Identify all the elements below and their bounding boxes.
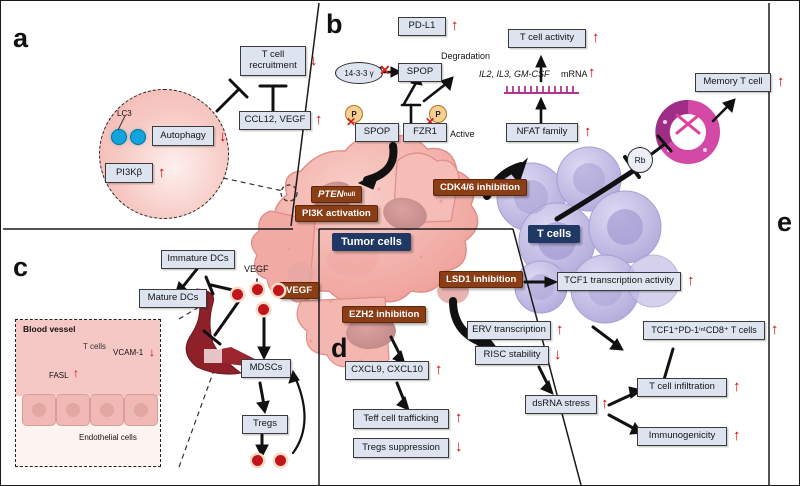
lc3-vesicle-1: [111, 129, 127, 145]
x-mark-14-3-3: ✕: [379, 62, 391, 78]
arrow-pdl1-up: ↑: [451, 17, 459, 34]
arrow-tregs-suppression-down: ↓: [455, 438, 463, 455]
arrow-cxcl-up: ↑: [435, 361, 443, 378]
box-teff-trafficking[interactable]: Teff cell trafficking: [353, 409, 449, 429]
box-mature-dcs[interactable]: Mature DCs: [139, 289, 207, 308]
box-risc-stability[interactable]: RISC stability: [475, 346, 549, 365]
arrow-nfat-up: ↑: [584, 123, 592, 140]
label-degradation: Degradation: [441, 51, 491, 61]
mrna-strand: [504, 86, 579, 94]
arrow-mrna-up: ↑: [588, 64, 596, 81]
inset-title: Blood vessel: [23, 324, 76, 334]
box-memory-t-cell[interactable]: Memory T cell: [695, 73, 771, 92]
vegf-dot-3: [273, 285, 284, 296]
lc3-vesicle-2: [130, 129, 146, 145]
inset-endothelial-label: Endothelial cells: [79, 433, 137, 442]
panel-label-b: b: [326, 9, 343, 39]
box-spop-top[interactable]: SPOP: [398, 63, 442, 82]
vegf-dot-1: [232, 289, 243, 300]
inset-t-cells-label: T cells: [83, 342, 106, 351]
box-tregs-suppression[interactable]: Tregs suppression: [353, 438, 449, 458]
box-cxcl9-cxcl10[interactable]: CXCL9, CXCL10: [345, 361, 429, 380]
label-mrna: mRNA: [561, 69, 588, 79]
arrow-t-cell-activity-up: ↑: [592, 29, 600, 46]
arrow-autophagy-down: ↓: [219, 128, 227, 145]
box-tregs[interactable]: Tregs: [242, 415, 288, 434]
treg-dot-2: [275, 455, 286, 466]
arrow-pi3kb-up: ↑: [158, 164, 166, 181]
x-mark-spop-phospho: ✕: [346, 115, 357, 129]
arrow-teff-up: ↑: [455, 409, 463, 426]
inset-fasl-label: FASL: [49, 371, 69, 380]
tag-t-cells: T cells: [528, 225, 581, 243]
arrow-vcam1-down: ↓: [149, 345, 155, 359]
pten-text: PTEN: [318, 189, 344, 200]
lc3-leader: [117, 115, 126, 131]
pten-superscript: null: [343, 191, 356, 198]
inset-vcam1-label: VCAM-1: [113, 348, 144, 357]
protein-14-3-3-gamma[interactable]: 14-3-3 γ: [335, 62, 383, 84]
arrow-ccl12-up: ↑: [315, 111, 323, 128]
inset-lumen: [16, 320, 160, 396]
phospho-circle-spop: P: [345, 105, 363, 123]
panel-label-d: d: [331, 333, 348, 363]
box-ccl12-vegf[interactable]: CCL12, VEGF: [239, 111, 311, 130]
autophagy-cell: [99, 89, 229, 219]
endothelial-cell-4: [124, 394, 158, 426]
box-t-cell-recruitment[interactable]: T cell recruitment: [240, 46, 306, 76]
box-erv-transcription[interactable]: ERV transcription: [467, 321, 551, 340]
tag-pi3k-activation[interactable]: PI3K activation: [295, 205, 378, 222]
vegf-dot-4: [258, 304, 269, 315]
treg-dot-1: [252, 455, 263, 466]
arrow-t-cell-recruitment-down: ↓: [310, 52, 318, 69]
x-mark-fzr1-phospho: ✕: [425, 115, 436, 129]
arrow-risc-down: ↓: [554, 346, 562, 363]
box-autophagy[interactable]: Autophagy: [152, 126, 214, 146]
tag-lsd1-inhibition[interactable]: LSD1 inhibition: [439, 271, 524, 288]
box-fzr1[interactable]: FZR1: [403, 123, 447, 142]
endothelial-cell-2: [56, 394, 90, 426]
label-active: Active: [450, 129, 475, 139]
tag-ezh2-inhibition[interactable]: EZH2 inhibition: [342, 306, 427, 323]
t-cell-recruitment-line2: recruitment: [249, 60, 297, 71]
lc3-label: LC3: [117, 109, 132, 118]
box-mdscs[interactable]: MDSCs: [241, 359, 291, 378]
endothelial-cell-3: [90, 394, 124, 426]
blood-vessel-inset: [15, 319, 161, 467]
vegf-dot-2: [252, 284, 263, 295]
rb-protein[interactable]: Rb: [627, 147, 653, 173]
label-vegf-c: VEGF: [244, 264, 269, 274]
phospho-circle-fzr1: P: [429, 105, 447, 123]
arrow-fasl-up: ↑: [73, 366, 79, 380]
arrow-erv-up: ↑: [556, 321, 564, 338]
box-immature-dcs[interactable]: Immature DCs: [161, 250, 235, 269]
box-pi3kb[interactable]: PI3Kβ: [105, 163, 153, 183]
arrow-t-cell-infiltration-up: ↑: [733, 378, 741, 395]
box-pdl1[interactable]: PD-L1: [398, 17, 446, 36]
arrow-dsrna-up: ↑: [601, 395, 609, 412]
tag-cdk46-inhibition[interactable]: CDK4/6 inhibition: [433, 179, 527, 196]
t-cell-recruitment-line1: T cell: [261, 49, 285, 61]
box-tcf1-transcription-activity[interactable]: TCF1 transcription activity: [557, 272, 681, 291]
tag-vegf[interactable]: VEGF: [279, 282, 320, 299]
arrow-tcf1-activity-up: ↑: [687, 272, 695, 289]
box-t-cell-infiltration[interactable]: T cell infiltration: [637, 378, 727, 397]
box-tcf1-pd1-cd8-t-cells[interactable]: TCF1⁺PD-1ⁱⁿᵗCD8⁺ T cells: [643, 321, 765, 340]
box-dsrna-stress[interactable]: dsRNA stress: [525, 395, 597, 414]
panel-label-a: a: [13, 23, 29, 53]
arrow-immunogenicity-up: ↑: [733, 427, 741, 444]
label-cytokines: IL2, IL3, GM-CSF: [479, 69, 550, 79]
tag-tumor-cells: Tumor cells: [332, 233, 411, 251]
endothelial-cell-1: [22, 394, 56, 426]
panel-label-c: c: [13, 252, 29, 282]
box-t-cell-activity[interactable]: T cell activity: [508, 29, 586, 48]
arrow-tcf1-cells-up: ↑: [771, 321, 779, 338]
arrow-memory-t-cell-up: ↑: [777, 73, 785, 90]
box-immunogenicity[interactable]: Immunogenicity: [637, 427, 727, 446]
panel-label-e: e: [777, 207, 793, 237]
box-nfat-family[interactable]: NFAT family: [506, 123, 578, 142]
box-spop-bottom[interactable]: SPOP: [355, 123, 399, 142]
memory-t-cell-ring: [655, 100, 720, 164]
